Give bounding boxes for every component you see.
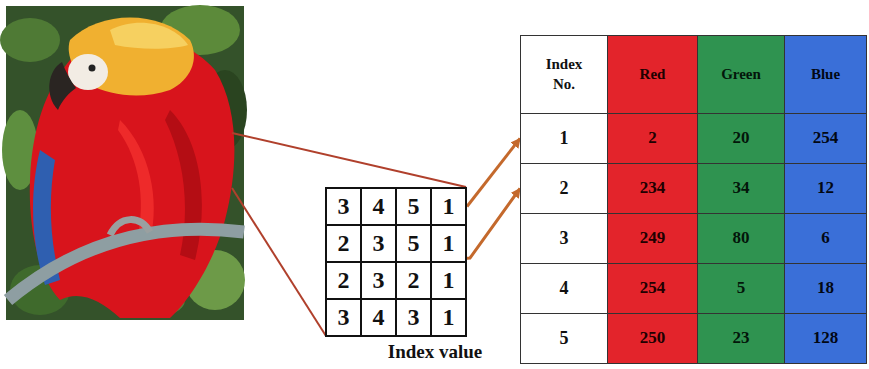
table-cell-box: 254 bbox=[784, 113, 867, 164]
caption-label: Index value bbox=[388, 340, 483, 365]
table-header-box: Index No. bbox=[520, 35, 608, 114]
index-number-cell: 3 bbox=[520, 213, 608, 264]
table-header-box: Blue bbox=[784, 35, 867, 114]
table-cell-box: 18 bbox=[784, 263, 867, 314]
table-header: Blue bbox=[811, 65, 840, 85]
table-cell: 18 bbox=[817, 277, 834, 299]
table-cell: 254 bbox=[640, 277, 666, 299]
cell-value: 4 bbox=[373, 193, 385, 219]
table-cell: 5 bbox=[737, 277, 746, 299]
table-header: Green bbox=[721, 65, 761, 85]
index-grid-cell: 3 bbox=[360, 224, 397, 263]
index-grid-cell: 2 bbox=[325, 261, 362, 300]
index-grid-cell: 1 bbox=[430, 187, 467, 226]
cell-value: 1 bbox=[443, 230, 455, 256]
zoom-leader-lines bbox=[232, 133, 466, 336]
index-number-cell: 5 bbox=[520, 313, 608, 364]
parrot bbox=[30, 18, 235, 319]
table-cell: 250 bbox=[640, 327, 666, 349]
index-grid-cell: 2 bbox=[395, 261, 432, 300]
perch bbox=[8, 220, 244, 300]
table-cell-box: 12 bbox=[784, 163, 867, 214]
table-cell-box: 80 bbox=[697, 213, 785, 264]
index-grid-cell: 2 bbox=[325, 224, 362, 263]
table-cell: 254 bbox=[813, 127, 839, 149]
table-cell: 23 bbox=[733, 327, 750, 349]
cell-value: 2 bbox=[338, 267, 350, 293]
cell-value: 4 bbox=[373, 304, 385, 330]
table-cell-box: 254 bbox=[607, 263, 698, 314]
index-grid-cell: 4 bbox=[360, 298, 397, 337]
table-cell-box: 250 bbox=[607, 313, 698, 364]
table-cell: 128 bbox=[813, 327, 839, 349]
index-grid-cell: 4 bbox=[360, 187, 397, 226]
table-cell: 20 bbox=[733, 127, 750, 149]
caption-label-box: Index value bbox=[355, 338, 515, 366]
index-grid-cell: 1 bbox=[430, 298, 467, 337]
cell-value: 3 bbox=[373, 267, 385, 293]
table-cell: 2 bbox=[648, 127, 657, 149]
cell-value: 5 bbox=[408, 193, 420, 219]
cell-value: 3 bbox=[338, 193, 350, 219]
table-cell-box: 34 bbox=[697, 163, 785, 214]
table-header: Index No. bbox=[538, 55, 590, 94]
table-cell: 80 bbox=[733, 227, 750, 249]
table-header: Red bbox=[640, 65, 666, 85]
cell-value: 1 bbox=[443, 304, 455, 330]
index-number-cell: 4 bbox=[520, 263, 608, 314]
index-number-cell: 1 bbox=[520, 113, 608, 164]
cell-value: 3 bbox=[373, 230, 385, 256]
index-grid-cell: 3 bbox=[325, 298, 362, 337]
index-grid-cell: 1 bbox=[430, 224, 467, 263]
index-grid-cell: 1 bbox=[430, 261, 467, 300]
cell-value: 3 bbox=[338, 304, 350, 330]
cell-value: 1 bbox=[560, 129, 569, 149]
index-grid-cell: 5 bbox=[395, 187, 432, 226]
table-cell: 12 bbox=[817, 177, 834, 199]
cell-value: 5 bbox=[560, 329, 569, 349]
table-cell-box: 5 bbox=[697, 263, 785, 314]
cell-value: 1 bbox=[443, 193, 455, 219]
table-cell-box: 2 bbox=[607, 113, 698, 164]
foliage bbox=[0, 5, 247, 318]
table-cell: 234 bbox=[640, 177, 666, 199]
cell-value: 1 bbox=[443, 267, 455, 293]
table-cell-box: 249 bbox=[607, 213, 698, 264]
index-grid-cell: 3 bbox=[325, 187, 362, 226]
cell-value: 2 bbox=[338, 230, 350, 256]
table-header-box: Green bbox=[697, 35, 785, 114]
lookup-arrow bbox=[467, 139, 520, 207]
table-cell-box: 20 bbox=[697, 113, 785, 164]
table-cell: 34 bbox=[733, 177, 750, 199]
table-cell-box: 23 bbox=[697, 313, 785, 364]
index-grid-cell: 3 bbox=[395, 298, 432, 337]
index-grid-cell: 3 bbox=[360, 261, 397, 300]
cell-value: 3 bbox=[560, 229, 569, 249]
index-grid-cell: 5 bbox=[395, 224, 432, 263]
table-header-box: Red bbox=[607, 35, 698, 114]
table-cell-box: 6 bbox=[784, 213, 867, 264]
index-number-cell: 2 bbox=[520, 163, 608, 214]
table-cell-box: 234 bbox=[607, 163, 698, 214]
cell-value: 2 bbox=[560, 179, 569, 199]
table-cell: 249 bbox=[640, 227, 666, 249]
cell-value: 3 bbox=[408, 304, 420, 330]
cell-value: 4 bbox=[560, 279, 569, 299]
table-cell: 6 bbox=[821, 227, 830, 249]
table-cell-box: 128 bbox=[784, 313, 867, 364]
cell-value: 5 bbox=[408, 230, 420, 256]
cell-value: 2 bbox=[408, 267, 420, 293]
